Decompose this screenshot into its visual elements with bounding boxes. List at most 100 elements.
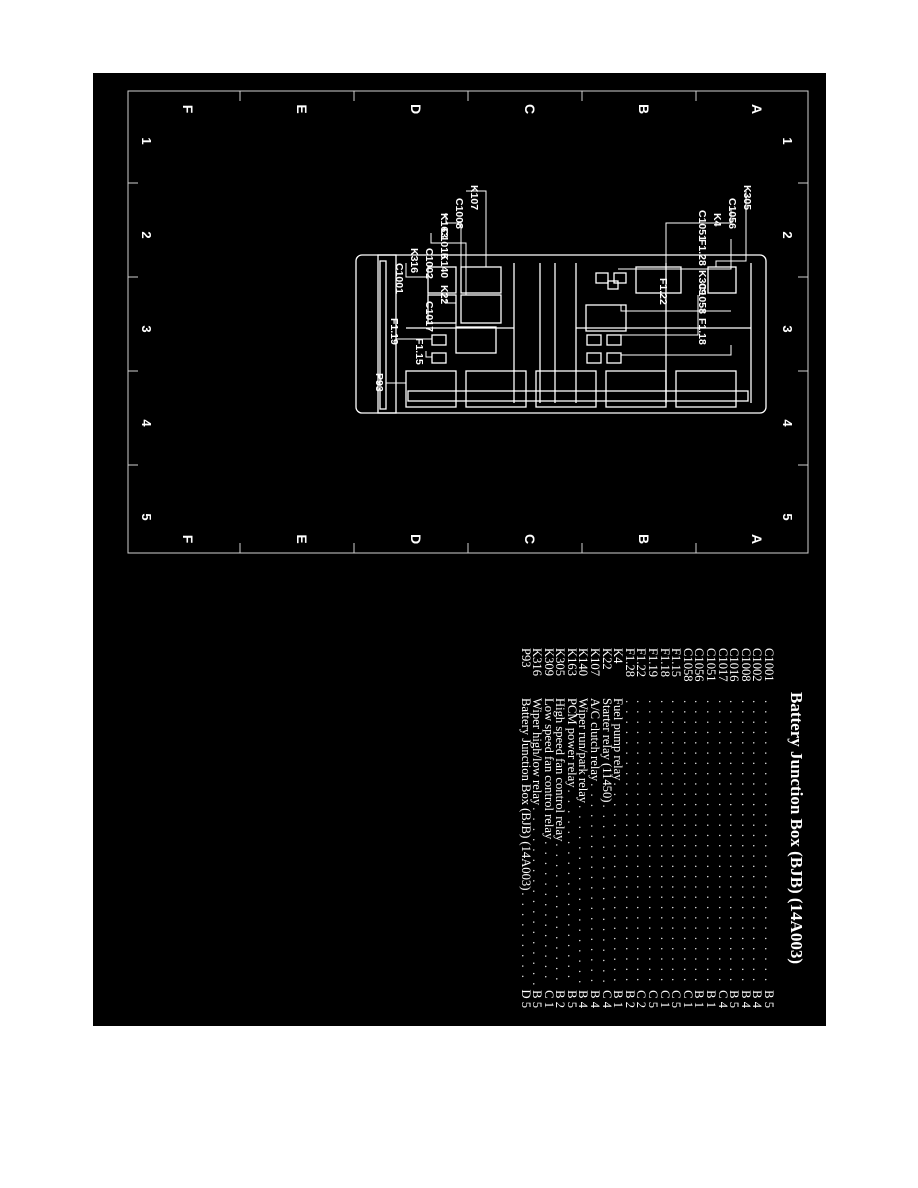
legend-entry: C1001 . . . . . . . . . . . . . . . . . .… xyxy=(762,648,776,1008)
legend-location: B 5 xyxy=(762,990,776,1008)
label-c1051: C1051 xyxy=(696,210,708,241)
zone-row-label: A xyxy=(749,534,765,544)
label-k107: K107 xyxy=(468,185,480,210)
maxi-fuse-block xyxy=(535,370,597,408)
fuse-f1-18-b xyxy=(586,352,602,364)
legend-entry: F1.15. . . . . . . . . . . . . . . . . .… xyxy=(669,648,683,1008)
zone-col-label: 3 xyxy=(780,325,795,332)
legend-code: C1001 xyxy=(762,648,776,682)
maxi-fuse-block xyxy=(675,370,737,408)
legend-leader-dots: . . . . . . . . . . . . . . . . . . . . … xyxy=(728,700,740,986)
relay-k4 xyxy=(635,266,682,294)
zone-col-label: 1 xyxy=(139,137,154,144)
label-c1016: C1016 xyxy=(438,228,450,259)
diagram-panel: A B C D E F A B C D E F 1 2 3 4 5 xyxy=(93,73,826,1026)
zone-col-labels-right: 1 2 3 4 5 xyxy=(139,137,154,520)
legend-leader-dots: . . . . . . . . . . . . . . . . . . . . … xyxy=(519,892,531,986)
zone-row-labels-top: A B C D E F xyxy=(180,104,765,114)
label-k305: K305 xyxy=(741,185,753,210)
zone-row-label: B xyxy=(636,534,652,544)
legend-description: PCM power relay xyxy=(564,698,579,788)
relay-k22 xyxy=(455,326,497,354)
zone-col-label: 1 xyxy=(780,137,795,144)
fuse-f1-18 xyxy=(606,352,622,364)
legend-code: F1.28 xyxy=(622,648,637,678)
fuse-strip xyxy=(407,390,749,402)
maxi-fuse-block xyxy=(465,370,527,408)
legend-leader-dots: . . . . . . . . . . . . . . . . . . . . … xyxy=(704,700,716,986)
legend-leader-dots: . . . . . . . . . . . . . . . . . . . . … xyxy=(635,700,647,986)
legend-entry: C1058. . . . . . . . . . . . . . . . . .… xyxy=(681,648,695,1008)
zone-row-label: C xyxy=(522,534,538,544)
legend-location: B 5 xyxy=(564,990,579,1008)
legend-list: C1001 . . . . . . . . . . . . . . . . . .… xyxy=(518,648,776,1008)
zone-row-label: B xyxy=(636,104,652,114)
legend-leader-dots: . . . . . . . . . . . . . . . . . . . . … xyxy=(554,843,566,986)
fuse-f1-22 xyxy=(606,334,622,346)
legend-title: Battery Junction Box (BJB) (14A003) xyxy=(787,692,806,964)
rotated-page: A B C D E F A B C D E F 1 2 3 4 5 xyxy=(93,73,826,1026)
fuse-f1-15 xyxy=(431,352,447,364)
zone-row-label: E xyxy=(294,104,310,113)
maxi-fuse-block xyxy=(405,370,457,408)
legend-entry: C1008. . . . . . . . . . . . . . . . . .… xyxy=(739,648,753,1008)
zone-col-label: 3 xyxy=(139,325,154,332)
zone-row-label: E xyxy=(294,534,310,543)
relay-k305 xyxy=(707,266,737,294)
label-c1002: C1002 xyxy=(423,248,435,279)
legend-entry: F1.18. . . . . . . . . . . . . . . . . .… xyxy=(658,648,672,1008)
fuse-f1-28 xyxy=(607,280,619,290)
box-outline xyxy=(355,254,767,414)
zone-col-label: 5 xyxy=(139,513,154,520)
legend-leader-dots: . . . . . . . . . . . . . . . . . . . . … xyxy=(762,700,774,986)
zone-row-label: A xyxy=(749,104,765,114)
zone-row-labels-bottom: A B C D E F xyxy=(180,534,765,544)
zone-row-label: D xyxy=(408,104,424,114)
legend-entry: F1.19. . . . . . . . . . . . . . . . . .… xyxy=(646,648,661,1008)
label-c1008: C1008 xyxy=(453,198,465,229)
legend-code: F1.19 xyxy=(646,648,661,678)
legend-leader-dots: . . . . . . . . . . . . . . . . . . . . … xyxy=(612,783,624,986)
label-p93: P93 xyxy=(373,373,385,392)
legend-location: D 5 xyxy=(518,989,533,1008)
legend-entry: C1017. . . . . . . . . . . . . . . . . .… xyxy=(716,648,730,1008)
label-k316: K316 xyxy=(408,248,420,273)
legend-leader-dots: . . . . . . . . . . . . . . . . . . . . … xyxy=(716,700,728,986)
legend: Battery Junction Box (BJB) (14A003) C100… xyxy=(386,648,806,1008)
bjb-diagram: A B C D E F A B C D E F 1 2 3 4 5 xyxy=(127,90,809,554)
zone-col-labels-left: 1 2 3 4 5 xyxy=(780,137,795,520)
legend-leader-dots: . . . . . . . . . . . . . . . . . . . . … xyxy=(623,700,635,986)
label-f1-19: F1.19 xyxy=(388,318,400,345)
legend-code: K107 xyxy=(588,648,603,676)
zone-col-label: 4 xyxy=(139,419,154,427)
label-f1-28: F1.28 xyxy=(696,239,708,266)
legend-leader-dots: . . . . . . . . . . . . . . . . . . . . … xyxy=(681,700,693,986)
legend-location: B 1 xyxy=(704,990,719,1008)
fuse-f1-19 xyxy=(431,334,447,346)
label-k309: K309 xyxy=(696,270,708,295)
legend-location: C 5 xyxy=(646,990,661,1008)
legend-leader-dots: . . . . . . . . . . . . . . . . . . . . … xyxy=(589,783,601,986)
component-labels: K305 C1056 K4 C1051 F1.28 K309 C1058 F1.… xyxy=(373,185,753,392)
zone-row-label: C xyxy=(522,104,538,114)
label-k22: K22 xyxy=(438,285,450,304)
legend-entry: C1002. . . . . . . . . . . . . . . . . .… xyxy=(750,648,764,1008)
legend-code: P93 xyxy=(518,648,533,668)
legend-leader-dots: . . . . . . . . . . . . . . . . . . . . … xyxy=(577,805,589,986)
label-c1001: C1001 xyxy=(393,263,405,294)
label-f1-22: F1.22 xyxy=(657,278,669,305)
legend-leader-dots: . . . . . . . . . . . . . . . . . . . . … xyxy=(739,700,751,986)
zone-col-label: 5 xyxy=(780,513,795,520)
zone-row-label: F xyxy=(180,105,196,114)
legend-leader-dots: . . . . . . . . . . . . . . . . . . . . … xyxy=(693,700,705,986)
label-f1-18: F1.18 xyxy=(696,318,708,345)
legend-leader-dots: . . . . . . . . . . . . . . . . . . . . … xyxy=(600,804,612,986)
legend-entry: F1.22. . . . . . . . . . . . . . . . . .… xyxy=(634,648,648,1008)
legend-entry: C1016. . . . . . . . . . . . . . . . . .… xyxy=(727,648,741,1008)
row-ticks xyxy=(239,91,697,553)
relay-k309 xyxy=(585,304,627,332)
zone-col-label: 2 xyxy=(139,231,154,238)
legend-leader-dots: . . . . . . . . . . . . . . . . . . . . … xyxy=(565,790,577,986)
